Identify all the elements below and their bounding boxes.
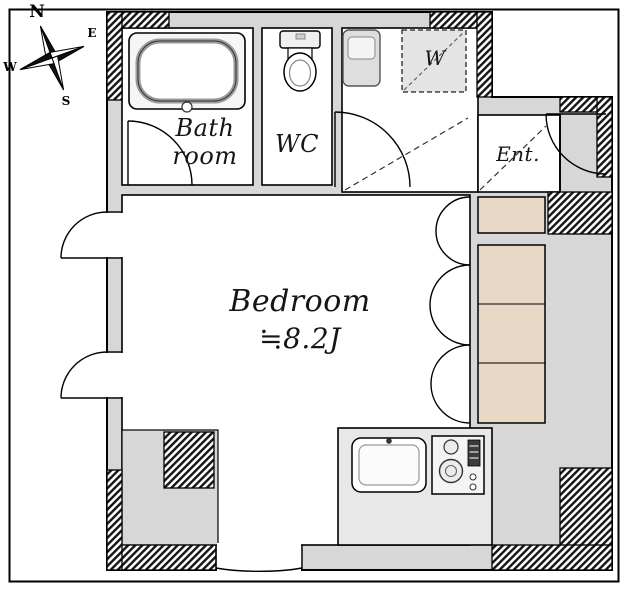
washer-space-label: W [424, 46, 446, 70]
compass-east-label: E [87, 26, 97, 40]
closet [477, 196, 546, 424]
closet-door-arc [430, 344, 471, 424]
bedroom-area-label: ≒8.2J [259, 322, 341, 355]
closet-body [477, 244, 546, 424]
compass-north-label: N [29, 2, 45, 22]
shoe-cabinet [477, 196, 546, 234]
balcony-door-arc [215, 567, 303, 573]
kitchen-sink-icon [351, 437, 427, 493]
window-arc-lower [60, 351, 108, 399]
window-arc-upper [60, 211, 108, 259]
door-arcs [60, 111, 607, 573]
wall-openings [105, 211, 303, 572]
hall-door-arc [334, 111, 411, 188]
entrance-label: Ent. [496, 142, 540, 166]
bathroom-label-line1: Bath [175, 114, 235, 142]
entrance-door-arc [545, 113, 607, 175]
bathroom-label-line2: room [172, 142, 238, 170]
washbasin-icon [342, 29, 381, 87]
structural-columns [106, 11, 613, 571]
compass-rose-icon [19, 25, 85, 91]
closet-door-arc [429, 264, 471, 346]
wc-label: WC [274, 130, 320, 158]
washing-machine-space [401, 29, 467, 93]
toilet-icon [279, 30, 321, 92]
closet-door-arc [435, 196, 471, 266]
bathroom-door-arc [127, 120, 193, 186]
stove-icon [431, 435, 485, 495]
compass-south-label: S [61, 94, 71, 108]
compass-west-label: W [3, 60, 17, 74]
bathtub-icon [128, 32, 246, 113]
bedroom-label: Bedroom [229, 284, 371, 319]
step-boundary-lines [344, 117, 547, 191]
